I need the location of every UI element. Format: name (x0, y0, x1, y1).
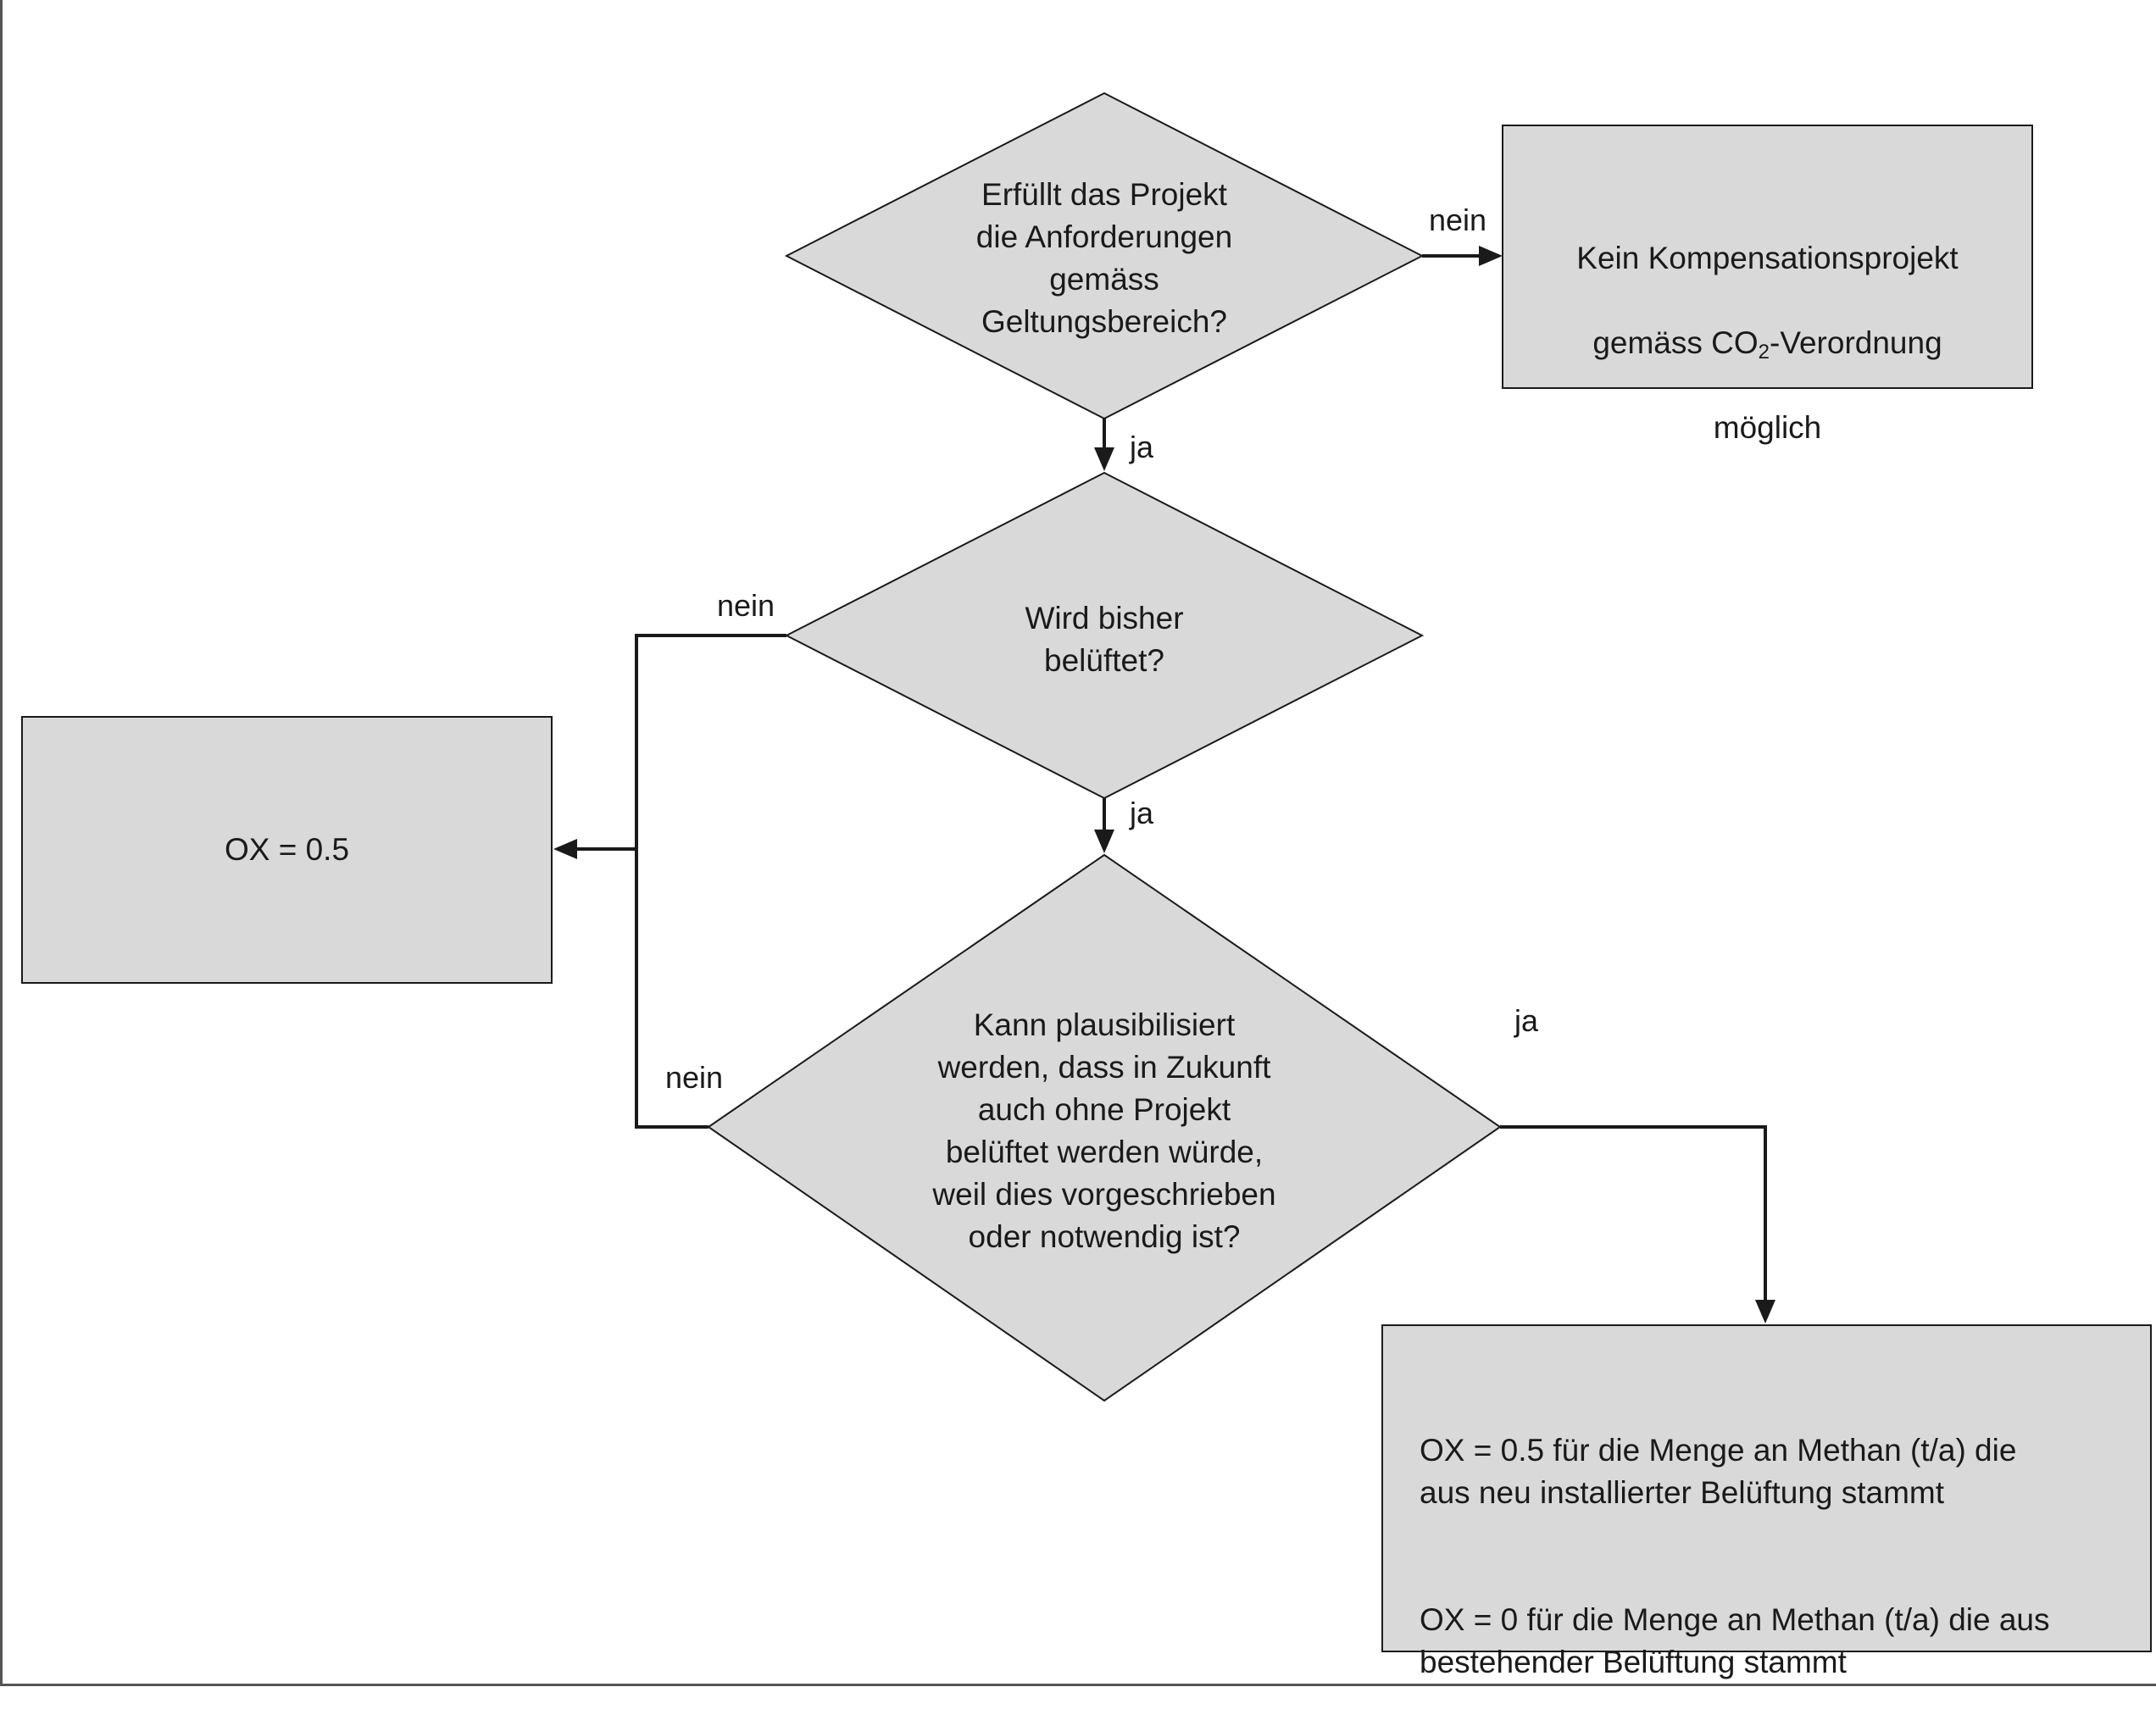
arrow-d3-yes (1500, 1125, 1767, 1309)
edge-label-d1-yes: ja (1130, 430, 1154, 464)
arrowhead-d1-no (1479, 246, 1503, 266)
arrowhead-d3-yes (1755, 1300, 1775, 1324)
arrowhead-d2-yes (1094, 830, 1114, 853)
result-box-ox-05 (21, 716, 553, 984)
decision-scope-text: Erfüllt das Projekt die Anforderungen ge… (975, 177, 1233, 339)
decision-diamond-plausible (707, 853, 1502, 1402)
result-split-para2: OX = 0 für die Menge an Methan (t/a) die… (1420, 1602, 2050, 1679)
flowchart-svg (21, 92, 2152, 1652)
edge-label-d3-no: nein (665, 1060, 724, 1095)
arrowhead-d1-yes (1094, 447, 1114, 471)
co2-suffix: -Verordnung (1770, 325, 1942, 360)
result-no-project-text: Kein Kompensationsprojekt gemäss CO2-Ver… (1520, 195, 2015, 491)
co2-prefix: gemäss CO (1592, 325, 1759, 360)
result-no-project-line1: Kein Kompensationsprojekt (1576, 241, 1959, 275)
edge-label-d1-no: nein (1429, 203, 1487, 237)
result-no-project-line3: möglich (1713, 410, 1822, 445)
result-ox-05-text: OX = 0.5 (224, 832, 350, 867)
result-box-no-project (1502, 125, 2033, 389)
result-split-text: OX = 0.5 für die Menge an Methan (t/a) d… (1420, 1387, 2140, 1726)
edge-label-d3-yes: ja (1514, 1003, 1539, 1038)
edge-label-d2-yes: ja (1130, 796, 1154, 830)
result-split-para1: OX = 0.5 für die Menge an Methan (t/a) d… (1420, 1433, 2017, 1510)
result-box-split (1381, 1324, 2152, 1652)
edge-label-d2-no: nein (717, 588, 775, 623)
arrow-d3-no (635, 849, 708, 1129)
decision-aerated-text: Wird bisher belüftet? (1025, 601, 1184, 678)
co2-subscript: 2 (1758, 341, 1770, 364)
arrow-d2-no (569, 634, 786, 851)
flowchart-canvas: Erfüllt das Projekt die Anforderungen ge… (0, 0, 2156, 1686)
result-no-project-line2: gemäss CO2-Verordnung (1520, 322, 2015, 364)
arrowhead-d2-no (553, 839, 577, 859)
decision-plausible-text: Kann plausibilisiert werden, dass in Zuk… (932, 1007, 1276, 1254)
